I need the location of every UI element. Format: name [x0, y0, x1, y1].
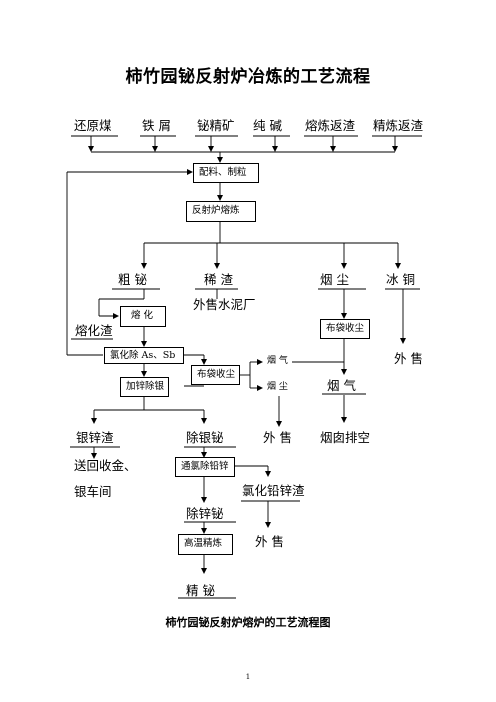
sell-slag-label: 外 售	[255, 534, 284, 549]
dezinced-bismuth-label: 除锌铋	[186, 506, 224, 521]
page-number: 1	[245, 673, 251, 681]
melting-box: 熔 化	[120, 306, 166, 327]
input-soda-ash: 纯 碱	[253, 118, 282, 133]
high-temp-refining-box: 高温精炼	[178, 534, 233, 555]
flue-gas-label: 烟 气	[327, 378, 356, 393]
input-smelting-return-slag: 熔炼返渣	[305, 118, 356, 133]
batching-box: 配料、制粒	[193, 163, 259, 183]
chimney-exhaust-label: 烟囱排空	[320, 430, 371, 445]
page-title: 柿竹园铋反射炉冶炼的工艺流程	[125, 67, 371, 87]
return-to-gold-silver-line1: 送回收金、	[74, 458, 137, 473]
as-sb-removal-box: 氯化除 As、Sb	[104, 347, 184, 364]
chlorine-pb-zn-removal-box: 通氯除铅锌	[175, 457, 235, 477]
desilvered-bismuth-label: 除银铋	[186, 430, 224, 445]
figure-caption: 柿竹园铋反射炉熔炉的工艺流程图	[165, 616, 331, 629]
input-reducing-coal: 还原煤	[74, 118, 112, 133]
cement-plant-label: 外售水泥厂	[193, 297, 256, 312]
bag-dust-collector-2-box: 布袋收尘	[320, 319, 370, 339]
input-bismuth-concentrate: 铋精矿	[197, 118, 235, 133]
lead-zinc-chloride-slag-label: 氯化铅锌渣	[242, 483, 305, 498]
reverb-smelting-box: 反射炉熔炼	[186, 201, 256, 222]
ice-copper-label: 冰 铜	[386, 272, 415, 287]
dust-small-label: 烟 尘	[267, 382, 288, 392]
input-refining-return-slag: 精炼返渣	[373, 118, 424, 133]
refined-bismuth-label: 精 铋	[186, 583, 215, 598]
sell-ice-copper-label: 外 售	[394, 351, 423, 366]
return-to-gold-silver-line2: 银车间	[74, 484, 112, 499]
melt-slag-label: 熔化渣	[75, 323, 113, 338]
smoke-dust-label: 烟 尘	[320, 272, 349, 287]
flue-gas-small-label: 烟 气	[267, 356, 288, 366]
dilute-slag-label: 稀 渣	[204, 272, 233, 287]
input-iron-filings: 铁 屑	[142, 118, 171, 133]
silver-zinc-slag-label: 银锌渣	[76, 430, 114, 445]
zn-ag-removal-box: 加锌除银	[120, 377, 169, 397]
sell-dust-label: 外 售	[263, 430, 292, 445]
bag-dust-collector-1-box: 布袋收尘	[191, 365, 240, 385]
crude-bismuth-label: 粗 铋	[118, 272, 147, 287]
